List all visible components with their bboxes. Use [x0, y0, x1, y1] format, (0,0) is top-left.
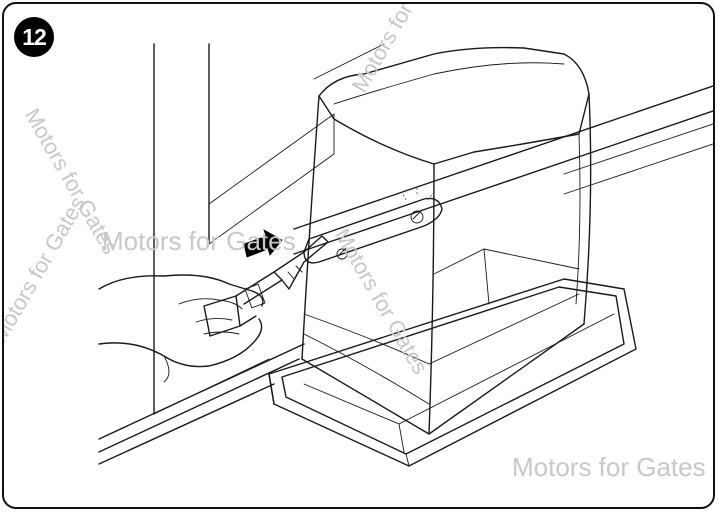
- installation-illustration: Motors for Gates Motors for Gates Motors…: [4, 4, 713, 482]
- gate-scenery: [98, 43, 713, 465]
- push-arrow-icon: [243, 229, 283, 258]
- hand-with-release-key-icon: [98, 235, 329, 383]
- watermark-text: Motors for Gates: [102, 226, 296, 256]
- step-number-badge: 12: [14, 17, 54, 57]
- watermark-text: Motors for Gates: [512, 452, 706, 482]
- watermark-text: Motors for Gates: [4, 192, 90, 346]
- motor-base-plate: [268, 278, 637, 467]
- gate-motor-housing-icon: [301, 46, 592, 435]
- watermark-text: Motors for Gates: [347, 4, 451, 97]
- watermarks: Motors for Gates Motors for Gates Motors…: [4, 4, 706, 482]
